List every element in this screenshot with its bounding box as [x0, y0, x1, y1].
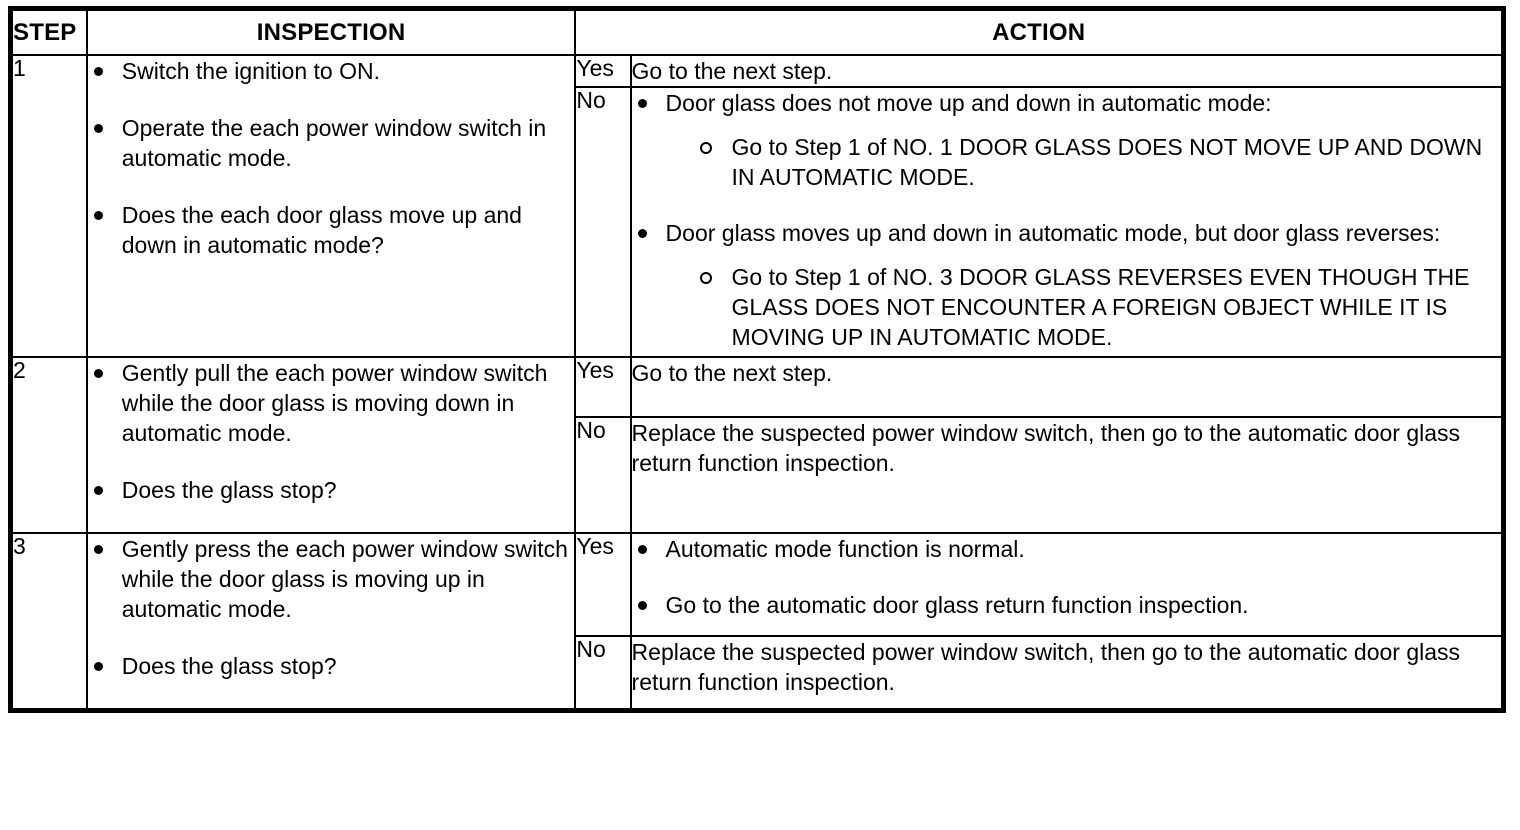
list-item: Gently press the each power window switc…: [88, 534, 575, 624]
diagnostic-flow-table: STEP INSPECTION ACTION 1 Switch the igni…: [8, 6, 1506, 713]
list-item-text: Door glass moves up and down in automati…: [665, 220, 1441, 246]
action-yes-text: Go to the next step.: [629, 356, 1505, 418]
list-item-text: Door glass does not move up and down in …: [665, 90, 1272, 116]
answer-label-yes: Yes: [574, 531, 632, 638]
action-yes-text: Go to the next step.: [629, 54, 1505, 88]
answer-label-no: No: [574, 635, 632, 712]
action-no-text: Replace the suspected power window switc…: [629, 635, 1505, 712]
inspection-cell: Gently pull the each power window switch…: [85, 356, 577, 534]
step-number: 2: [9, 356, 88, 534]
answer-label-no: No: [574, 415, 632, 535]
list-item: Automatic mode function is normal.: [632, 534, 1501, 564]
table-row: No Door glass does not move up and down …: [11, 86, 1505, 358]
step-number: 3: [9, 532, 88, 712]
action-yes-cell: Automatic mode function is normal. Go to…: [629, 531, 1505, 638]
answer-label-yes: Yes: [574, 54, 632, 88]
table-row: 2 Gently pull the each power window swit…: [9, 356, 1505, 534]
inspection-bullet-list: Gently press the each power window switc…: [88, 534, 575, 681]
action-bullet-list: Automatic mode function is normal. Go to…: [632, 534, 1501, 620]
inspection-bullet-list: Gently pull the each power window switch…: [88, 358, 575, 505]
list-item: Gently pull the each power window switch…: [88, 358, 575, 448]
list-item: Does the glass stop?: [88, 475, 575, 505]
table-row: 1 Switch the ignition to ON. Operate the…: [9, 54, 1505, 358]
table-row: No Replace the suspected power window sw…: [11, 635, 1505, 712]
answer-label-no: No: [574, 86, 632, 358]
list-item: Switch the ignition to ON.: [88, 56, 575, 86]
inspection-bullet-list: Switch the ignition to ON. Operate the e…: [88, 56, 575, 260]
header-step: STEP: [9, 7, 88, 56]
action-bullet-list: Door glass does not move up and down in …: [632, 88, 1501, 352]
step-number: 1: [9, 54, 88, 358]
inspection-cell: Gently press the each power window switc…: [85, 532, 577, 712]
header-inspection: INSPECTION: [85, 7, 577, 56]
answer-label-yes: Yes: [574, 356, 632, 418]
list-item: Go to the automatic door glass return fu…: [632, 590, 1501, 620]
action-no-text: Replace the suspected power window switc…: [629, 415, 1505, 535]
header-action: ACTION: [574, 7, 1505, 56]
list-item: Operate the each power window switch in …: [88, 113, 575, 173]
list-item: Door glass does not move up and down in …: [632, 88, 1501, 192]
inspection-cell: Switch the ignition to ON. Operate the e…: [85, 54, 577, 358]
list-item: Does the glass stop?: [88, 651, 575, 681]
table-row: 3 Gently press the each power window swi…: [9, 531, 1505, 712]
list-item: Does the each door glass move up and dow…: [88, 200, 575, 260]
table-row: No Replace the suspected power window sw…: [11, 415, 1505, 535]
list-item: Door glass moves up and down in automati…: [632, 218, 1501, 352]
action-sub-list: Go to Step 1 of NO. 3 DOOR GLASS REVERSE…: [666, 262, 1501, 352]
action-no-cell: Door glass does not move up and down in …: [629, 86, 1505, 358]
table-header-row: STEP INSPECTION ACTION: [9, 7, 1505, 56]
list-item: Go to Step 1 of NO. 3 DOOR GLASS REVERSE…: [666, 262, 1501, 352]
action-sub-list: Go to Step 1 of NO. 1 DOOR GLASS DOES NO…: [666, 132, 1501, 192]
list-item: Go to Step 1 of NO. 1 DOOR GLASS DOES NO…: [666, 132, 1501, 192]
